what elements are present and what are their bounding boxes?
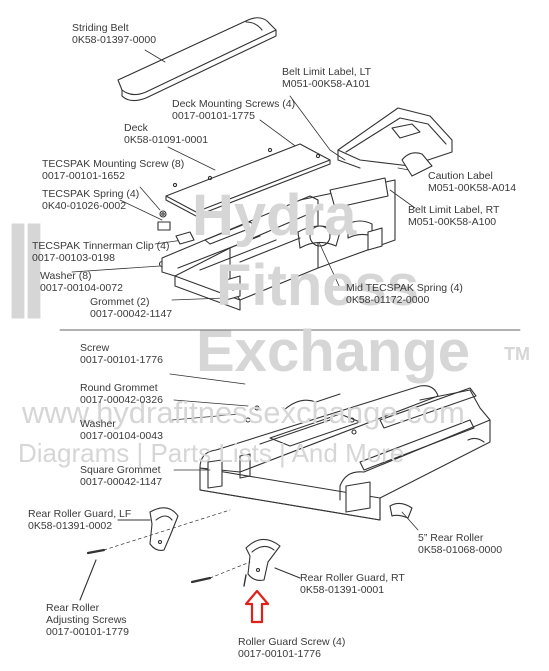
part-name: TECSPAK Spring (4) [42,188,140,200]
part-name: Washer (8) [40,270,92,282]
part-number: M051-00K58-A014 [428,182,517,194]
label-tecspak-spring: TECSPAK Spring (4) 0K40-01026-0002 [42,188,139,212]
part-name-line1: Rear Roller [46,602,100,614]
part-name: Caution Label [428,170,493,182]
part-name: TECSPAK Tinnerman Clip (4) [32,240,170,252]
part-number: 0K58-01091-0001 [124,134,209,146]
part-number: 0017-00101-1779 [46,626,129,638]
part-name: Belt Limit Label, LT [282,66,372,78]
part-number: 0K40-01026-0002 [42,200,127,212]
label-mid-tecspak-spring: Mid TECSPAK Spring (4) 0K58-01172-0000 [346,282,463,306]
striding-belt-drawing [117,17,277,102]
part-name: Washer [80,418,116,430]
part-number: 0017-00104-0072 [40,282,123,294]
part-number: M051-00K58-A101 [282,78,371,90]
part-name: Screw [80,342,110,354]
leader-lines-lower [169,373,419,531]
part-name: Rear Roller Guard, LF [28,508,132,520]
part-number: 0017-00101-1652 [42,170,125,182]
label-rear-guard-lf: Rear Roller Guard, LF 0K58-01391-0002 [28,508,131,532]
part-number: 0K58-01391-0002 [28,520,113,532]
label-belt-limit-rt: Belt Limit Label, RT M051-00K58-A100 [408,204,499,228]
part-number: 0017-00101-1775 [172,110,255,122]
part-number: 0K58-01172-0000 [346,294,430,306]
part-name: Round Grommet [80,382,158,394]
label-washer-8: Washer (8) 0017-00104-0072 [40,270,123,294]
label-caution-label: Caution Label M051-00K58-A014 [428,170,516,194]
part-number: 0017-00104-0043 [80,430,163,442]
part-number: 0K58-01391-0001 [300,584,385,596]
label-round-grommet: Round Grommet 0017-00042-0326 [80,382,163,406]
label-adjusting-screws: Rear Roller Adjusting Screws 0017-00101-… [46,602,129,638]
part-name: Belt Limit Label, RT [408,204,500,216]
part-name: Roller Guard Screw (4) [238,636,346,648]
part-number: M051-00K58-A100 [408,216,497,228]
part-name: Deck [124,122,148,134]
part-name: Rear Roller Guard, RT [300,572,405,584]
part-name: Grommet (2) [90,296,150,308]
part-number: 0017-00101-1776 [80,354,163,366]
part-number: 0017-00042-1147 [90,308,173,320]
frame-rear-drawing [199,385,491,521]
label-washer: Washer 0017-00104-0043 [80,418,163,442]
label-deck-screws: Deck Mounting Screws (4) 0017-00101-1775 [172,98,295,122]
part-name: 5” Rear Roller [418,532,484,544]
label-grommet-2: Grommet (2) 0017-00042-1147 [90,296,172,320]
label-deck: Deck 0K58-01091-0001 [124,122,208,146]
frame-upper-drawing [161,177,396,311]
adjusting-screws-drawing [79,509,301,601]
label-tecspak-clip: TECSPAK Tinnerman Clip (4) 0017-00103-01… [32,240,170,264]
rear-roller-guard-lf-drawing [149,507,179,551]
part-number: 0K58-01068-0000 [418,544,503,556]
label-rear-roller: 5” Rear Roller 0K58-01068-0000 [418,532,502,556]
part-name: Striding Belt [72,22,129,34]
label-tecspak-screw: TECSPAK Mounting Screw (8) 0017-00101-16… [42,158,184,182]
rear-roller-guard-rt-drawing [245,538,281,581]
label-guard-screw: Roller Guard Screw (4) 0017-00101-1776 [238,636,345,660]
part-number: 0017-00103-0198 [32,252,115,264]
part-name: Deck Mounting Screws (4) [172,98,296,110]
part-name: Square Grommet [80,464,161,476]
label-square-grommet: Square Grommet 0017-00042-1147 [80,464,162,488]
label-screw: Screw 0017-00101-1776 [80,342,163,366]
label-rear-guard-rt: Rear Roller Guard, RT 0K58-01391-0001 [300,572,405,596]
highlight-arrow [244,589,270,624]
part-name: TECSPAK Mounting Screw (8) [42,158,185,170]
deck-drawing [165,143,331,217]
part-number: 0017-00101-1776 [238,648,321,660]
label-belt-limit-lt: Belt Limit Label, LT M051-00K58-A101 [282,66,371,90]
part-name: Mid TECSPAK Spring (4) [346,282,463,294]
belt-limit-label-lt-drawing [337,107,453,177]
part-number: 0017-00042-1147 [80,476,163,488]
part-number: 0K58-01397-0000 [72,34,157,46]
label-striding-belt: Striding Belt 0K58-01397-0000 [72,22,156,46]
part-number: 0017-00042-0326 [80,394,163,406]
part-name-line2: Adjusting Screws [46,614,127,626]
